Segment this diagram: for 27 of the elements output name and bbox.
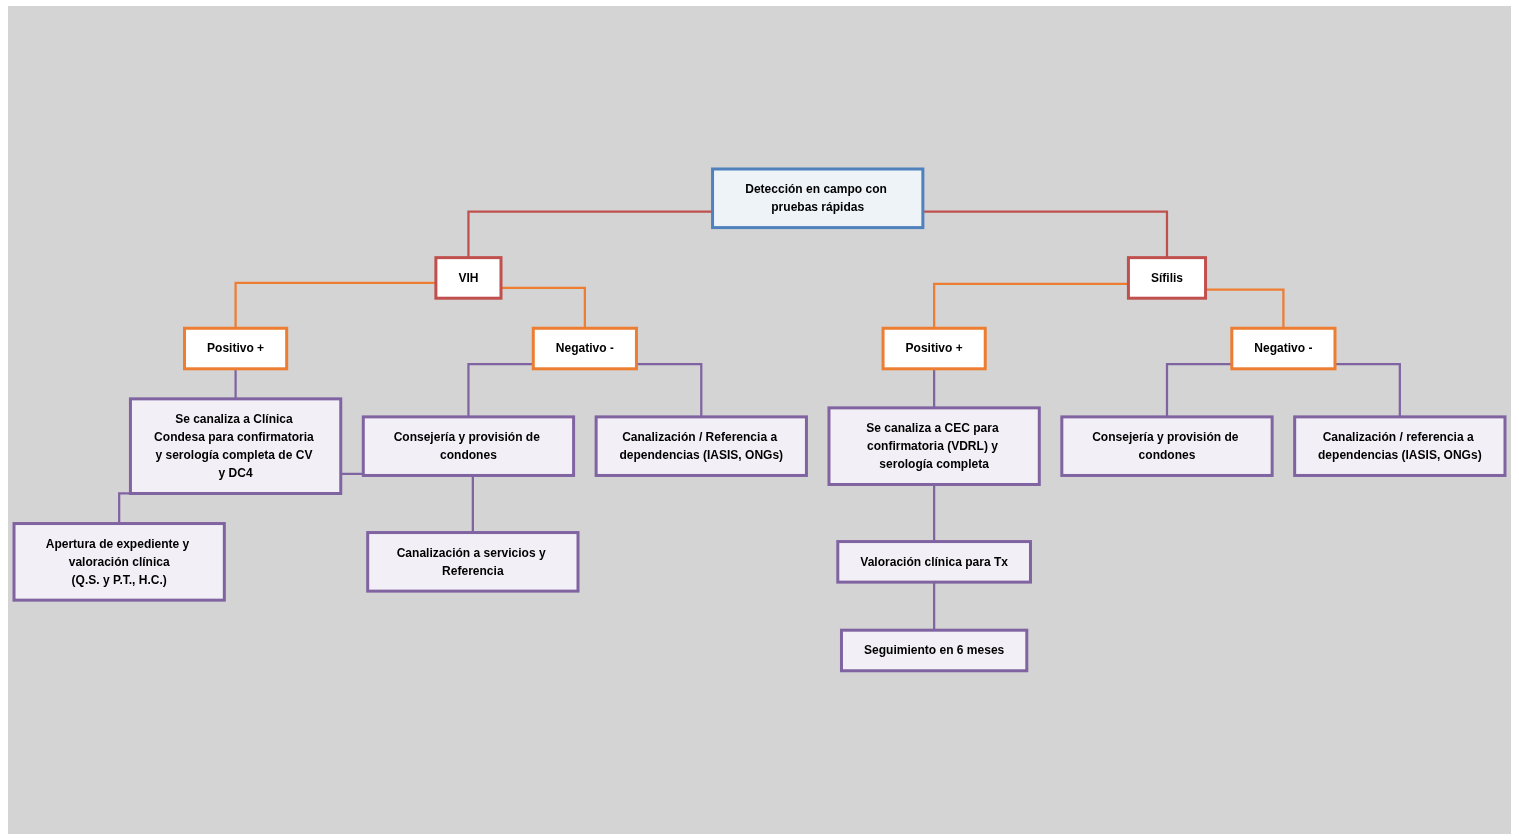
connector	[234, 281, 436, 329]
connector	[933, 282, 1129, 329]
node-box: Consejería y provisión de condones	[1060, 415, 1274, 478]
node-box: Negativo -	[531, 326, 638, 371]
node-box: Detección en campo con pruebas rápidas	[711, 167, 925, 230]
node-box: Sífilis	[1126, 256, 1208, 300]
node-box: Canalización / Referencia a dependencias (IASIS, ONGs)	[594, 415, 808, 478]
node-box: Positivo +	[881, 326, 987, 371]
node-box: Consejería y provisión de condones	[361, 415, 576, 478]
node-box: Canalización a servicios y Referencia	[366, 531, 580, 593]
connector	[467, 210, 713, 258]
node-box: Valoración clínica para Tx	[836, 540, 1032, 584]
node-box: Negativo -	[1230, 326, 1337, 371]
node-box: Canalización / referencia a dependencias (IASIS, ONGs)	[1293, 415, 1507, 478]
connector	[467, 363, 534, 417]
node-box: Apertura de expediente y valoración clínica (Q.S. y P.T., H.C.)	[12, 522, 226, 602]
connector	[501, 286, 586, 329]
node-box: Se canaliza a Clínica Condesa para confirmatoria y serología completa de CV y DC4	[128, 397, 343, 496]
connector	[1335, 363, 1401, 417]
connector	[1205, 288, 1285, 329]
connector	[922, 210, 1169, 258]
connector	[1165, 363, 1232, 417]
connector	[636, 363, 703, 417]
node-box: Seguimiento en 6 meses	[839, 628, 1029, 673]
node-box: VIH	[434, 256, 503, 300]
node-box: Positivo +	[183, 326, 289, 371]
node-box: Se canaliza a CEC para confirmatoria (VDRL) y serología completa	[827, 406, 1041, 487]
